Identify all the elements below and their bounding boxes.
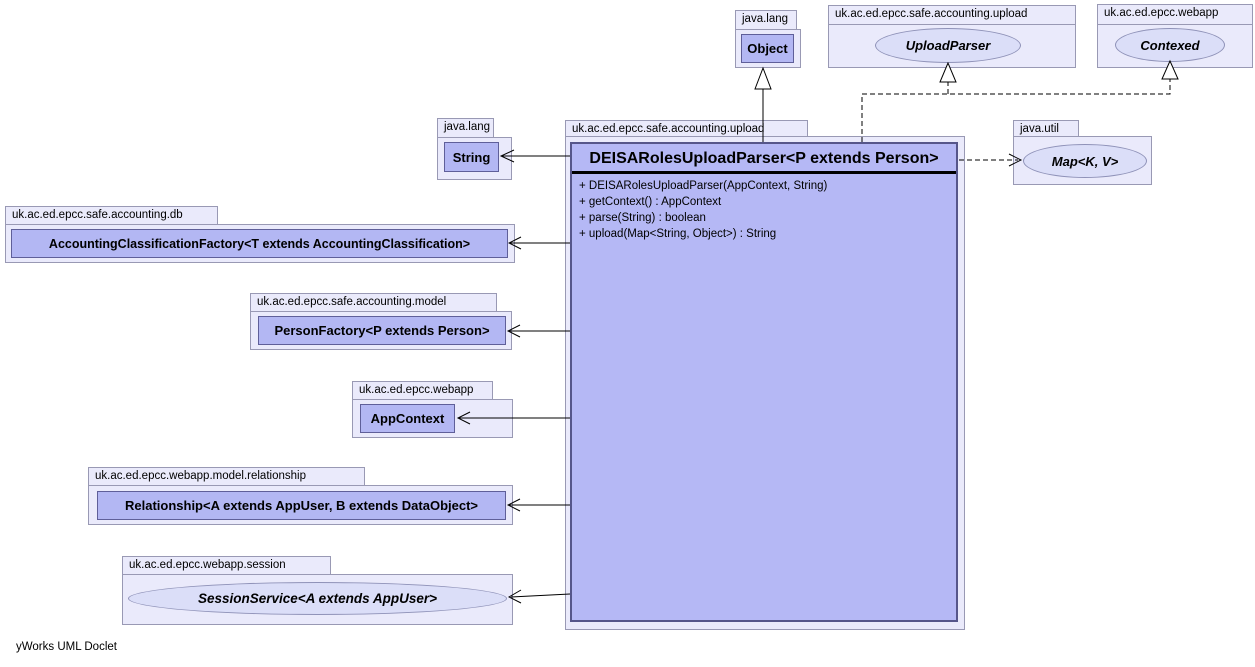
package-db-accountingclassificationfactory: uk.ac.ed.epcc.safe.accounting.db Account… [5,206,515,263]
package-tab: uk.ac.ed.epcc.webapp.session [122,556,331,575]
package-label: uk.ac.ed.epcc.webapp.model.relationship [95,470,306,482]
class-name: String [452,149,491,165]
package-tab: uk.ac.ed.epcc.webapp [352,381,493,400]
edge-dependency-personfactory [506,324,570,338]
package-tab: uk.ac.ed.epcc.safe.accounting.upload [828,5,1076,25]
interface-name: Contexed [1140,37,1200,53]
class-deisarolesuploadparser[interactable]: DEISARolesUploadParser<P extends Person>… [570,142,958,622]
package-tab: uk.ac.ed.epcc.safe.accounting.upload [565,120,808,137]
package-label: uk.ac.ed.epcc.safe.accounting.upload [572,123,765,135]
class-personfactory[interactable]: PersonFactory<P extends Person> [258,316,506,345]
package-tab: java.lang [437,118,494,138]
package-label: uk.ac.ed.epcc.safe.accounting.upload [835,8,1028,20]
class-relationship[interactable]: Relationship<A extends AppUser, B extend… [97,491,506,520]
interface-name: SessionService<A extends AppUser> [197,591,438,606]
class-name: Object [747,41,788,56]
edge-dependency-map [959,153,1023,167]
package-java-lang-string: java.lang String [437,118,512,180]
class-name: Relationship<A extends AppUser, B extend… [124,498,479,513]
package-session-sessionservice: uk.ac.ed.epcc.webapp.session SessionServ… [122,556,513,625]
package-label: uk.ac.ed.epcc.webapp.session [129,559,286,571]
credit-text: yWorks UML Doclet [16,641,117,653]
interface-sessionservice[interactable]: SessionService<A extends AppUser> [128,582,507,615]
interface-map[interactable]: Map<K, V> [1023,144,1147,178]
method-getcontext[interactable]: + getContext() : AppContext [579,196,722,208]
method-upload[interactable]: + upload(Map<String, Object>) : String [579,228,777,240]
class-name: AccountingClassificationFactory<T extend… [48,236,471,251]
class-title: DEISARolesUploadParser<P extends Person> [572,144,956,174]
package-tab: uk.ac.ed.epcc.webapp [1097,4,1253,25]
package-relationship: uk.ac.ed.epcc.webapp.model.relationship … [88,467,513,525]
package-label: java.lang [444,121,491,133]
method-parse[interactable]: + parse(String) : boolean [579,212,706,224]
package-tab: uk.ac.ed.epcc.safe.accounting.model [250,293,497,312]
class-object[interactable]: Object [741,34,794,63]
package-java-util-map: java.util Map<K, V> [1013,120,1152,185]
package-label: java.util [1020,123,1059,135]
edge-dependency-sessionservice [507,589,571,604]
package-label: uk.ac.ed.epcc.safe.accounting.model [257,296,447,308]
package-label: uk.ac.ed.epcc.safe.accounting.db [12,209,183,221]
package-label: uk.ac.ed.epcc.webapp [359,384,474,396]
interface-name: UploadParser [905,38,991,53]
package-model-personfactory: uk.ac.ed.epcc.safe.accounting.model Pers… [250,293,512,350]
package-webapp-appcontext: uk.ac.ed.epcc.webapp AppContext [352,381,513,438]
edge-dependency-relationship [506,498,570,512]
package-upload-main: uk.ac.ed.epcc.safe.accounting.upload DEI… [565,120,965,630]
package-java-lang-object: java.lang Object [735,10,801,68]
class-string[interactable]: String [444,142,499,172]
interface-uploadparser[interactable]: UploadParser [875,28,1021,63]
edge-dependency-accountingclassificationfactory [507,236,570,250]
package-tab: java.lang [735,10,797,30]
method-list: + DEISARolesUploadParser(AppContext, Str… [572,174,956,242]
package-label: java.lang [742,13,789,25]
package-label: uk.ac.ed.epcc.webapp [1104,7,1219,19]
package-tab: java.util [1013,120,1079,137]
class-accountingclassificationfactory[interactable]: AccountingClassificationFactory<T extend… [11,229,508,258]
class-name: PersonFactory<P extends Person> [274,323,490,338]
class-name: AppContext [370,411,445,426]
package-tab: uk.ac.ed.epcc.safe.accounting.db [5,206,218,225]
method-constructor[interactable]: + DEISARolesUploadParser(AppContext, Str… [579,180,828,192]
interface-contexed[interactable]: Contexed [1115,28,1225,62]
class-appcontext[interactable]: AppContext [360,404,455,433]
package-upload-uploadparser: uk.ac.ed.epcc.safe.accounting.upload Upl… [828,5,1076,68]
interface-name: Map<K, V> [1051,153,1119,169]
package-tab: uk.ac.ed.epcc.webapp.model.relationship [88,467,365,486]
package-webapp-contexed: uk.ac.ed.epcc.webapp Contexed [1097,4,1253,68]
